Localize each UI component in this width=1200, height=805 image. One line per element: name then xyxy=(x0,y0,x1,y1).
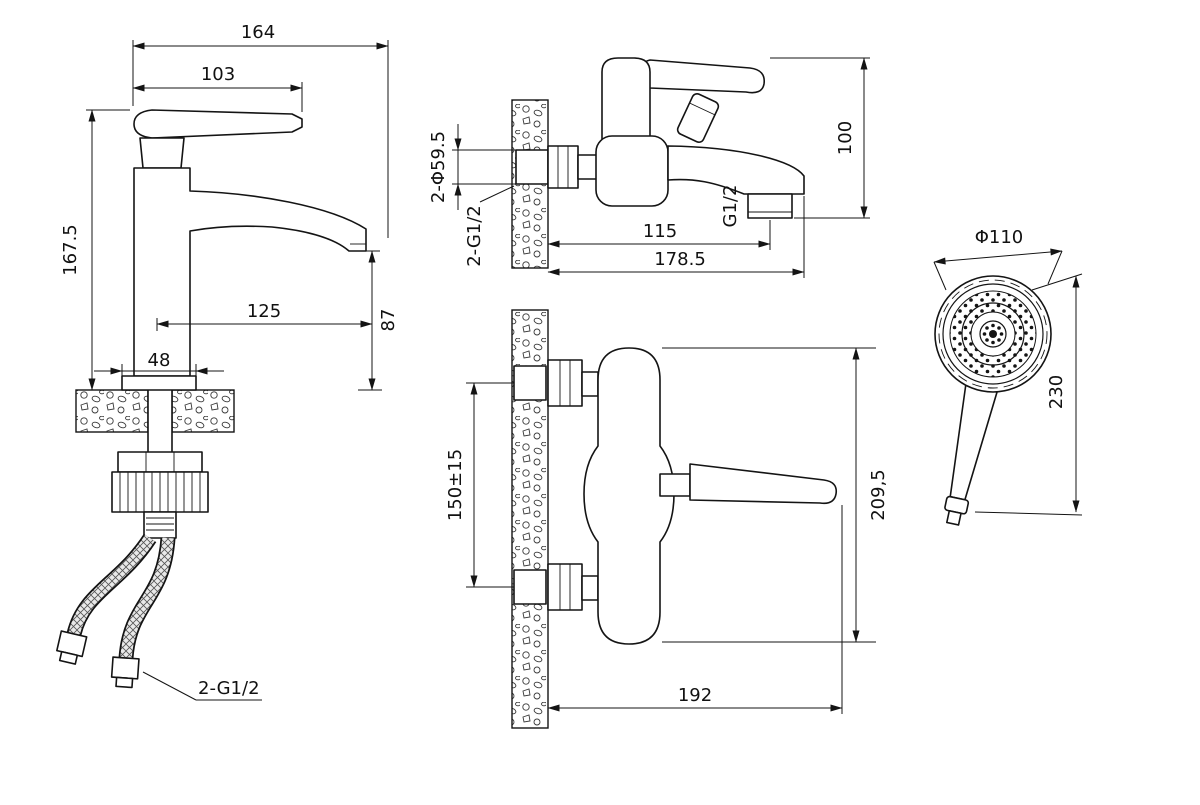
knurl-lines xyxy=(119,472,201,512)
front-top-hex-union xyxy=(547,359,583,407)
shower-head xyxy=(934,275,1052,393)
front-body xyxy=(583,347,675,645)
view-hand-shower: Φ110 230 xyxy=(933,227,1083,526)
dim-label-shower-length: 230 xyxy=(1046,375,1067,409)
bath-spout xyxy=(667,145,805,195)
basin-shank xyxy=(147,387,173,457)
shower-center-nozzles xyxy=(982,323,1004,345)
basin-thread-adapter xyxy=(143,511,177,539)
dim-label-shower-diameter: Φ110 xyxy=(975,227,1024,248)
bath-hex-union xyxy=(547,145,579,189)
hose-left-fitting xyxy=(56,630,88,665)
dim-label-front-total-reach: 192 xyxy=(678,685,712,706)
front-bottom-flange xyxy=(513,569,547,605)
label-bath-wall-thread: 2-G1/2 xyxy=(464,205,485,267)
front-bottom-hex-union xyxy=(547,563,583,611)
basin-supply-hoses xyxy=(56,533,176,689)
hose-right-fitting xyxy=(110,656,140,689)
label-basin-supply-thread: 2-G1/2 xyxy=(198,678,260,699)
dim-label-bath-total-reach: 178.5 xyxy=(654,249,706,270)
bath-side-dimensions: 100 2-Φ59.5 2-G1/2 115 178.5 xyxy=(428,57,870,278)
dim-label-basin-base-width: 48 xyxy=(148,350,171,371)
basin-dimensions: 164 103 167.5 125 87 48 2-G1/2 xyxy=(60,22,399,701)
bath-body xyxy=(595,135,669,207)
basin-counter-hatch xyxy=(75,389,235,433)
shower-hose-nipple xyxy=(945,509,962,526)
basin-base-flange xyxy=(121,375,197,391)
dim-label-basin-spout-reach: 125 xyxy=(247,301,281,322)
front-top-flange xyxy=(513,365,547,401)
dim-label-bath-height: 100 xyxy=(835,121,856,155)
dim-label-basin-spout-height: 87 xyxy=(378,309,399,332)
bath-wall-flange xyxy=(515,149,549,185)
label-bath-outlet-thread: G1/2 xyxy=(720,185,741,228)
label-bath-escutcheons: 2-Φ59.5 xyxy=(428,131,449,203)
dim-label-bath-outlet-offset: 115 xyxy=(643,221,677,242)
basin-cartridge xyxy=(139,137,185,169)
shower-handle xyxy=(944,384,998,526)
bath-diverter-knob xyxy=(676,92,720,144)
dim-label-front-hole-centers: 150±15 xyxy=(445,449,466,521)
bath-inlet-pipe xyxy=(577,154,599,180)
dim-label-basin-total-width: 164 xyxy=(241,22,275,43)
bath-shower-outlet xyxy=(747,193,793,219)
dim-label-front-body-height: 209,5 xyxy=(868,469,889,521)
view-bath-mixer-side: G1/2 100 2-Φ59.5 2-G1/2 115 178.5 xyxy=(428,57,870,278)
bath-lever xyxy=(639,59,766,94)
view-basin-faucet: 164 103 167.5 125 87 48 2-G1/2 xyxy=(56,22,399,701)
basin-faucet-body xyxy=(121,109,367,391)
dim-label-basin-height: 167.5 xyxy=(60,224,81,276)
bath-cartridge-dome xyxy=(601,57,651,141)
front-handle-grip xyxy=(689,463,838,505)
shower-dimensions: Φ110 230 xyxy=(933,227,1083,516)
basin-lever xyxy=(133,109,303,139)
basin-hex-nut xyxy=(117,451,203,473)
bath-front-dimensions: 150±15 209,5 192 xyxy=(445,347,889,714)
front-handle-stem xyxy=(659,473,691,497)
dim-label-basin-handle-length: 103 xyxy=(201,64,235,85)
basin-body-spout xyxy=(133,167,367,377)
view-bath-mixer-front: 150±15 209,5 192 xyxy=(445,309,889,729)
